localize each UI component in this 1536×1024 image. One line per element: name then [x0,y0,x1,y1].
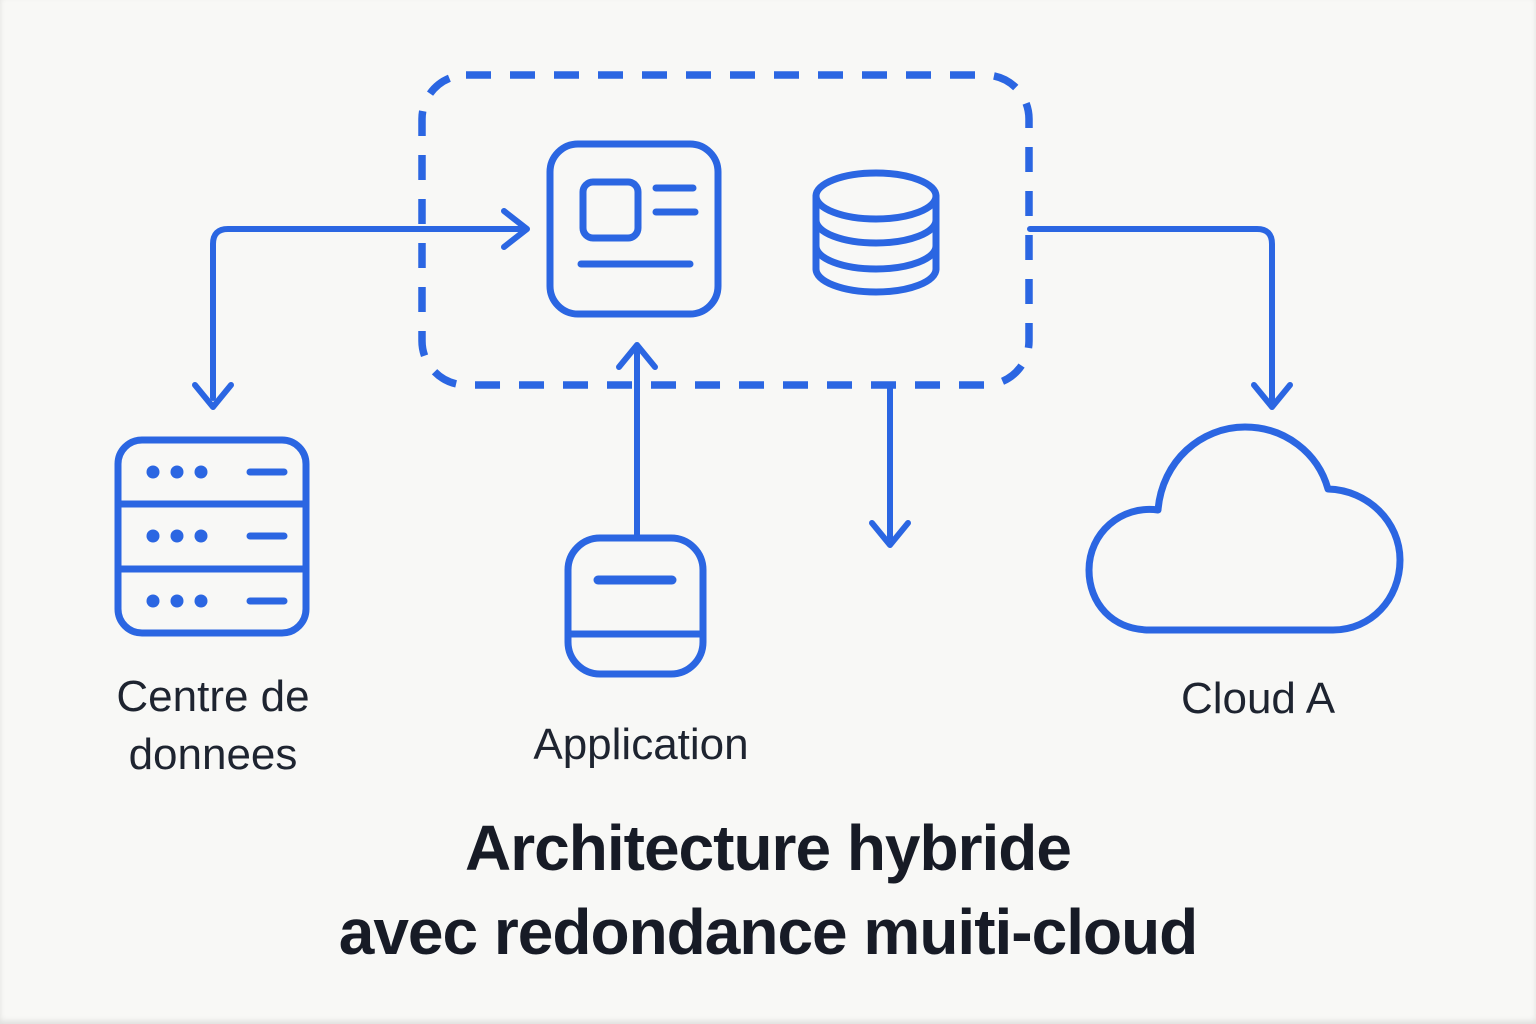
app-window-icon [546,140,722,318]
arrow-down-to-cloud [1027,226,1293,410]
arrow-into-app-window [210,208,530,401]
arrow-down-from-zone [869,384,911,548]
diagram-title: Architecture hybride avec redondance mui… [338,812,1199,969]
label-cloud-a: Cloud A [1180,674,1336,723]
app-module-icon [564,534,707,678]
cloud-icon [1085,423,1404,634]
server-rack-icon [114,436,310,637]
label-application: Application [533,720,749,769]
label-datacenter: Centre de donnees [116,672,310,780]
arrow-up-from-application [616,342,658,540]
arrow-down-to-datacenter [192,382,234,410]
database-icon [812,169,940,296]
